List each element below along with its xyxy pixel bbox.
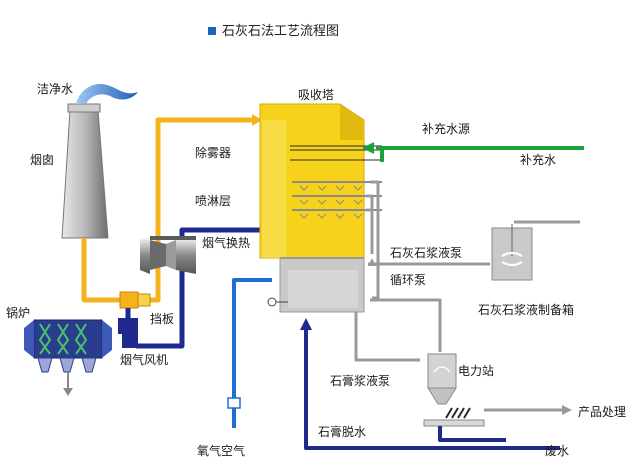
clean-water-label: 洁净水 [37,82,74,96]
power-station-label: 电力站 [458,364,495,378]
spray-layer-label: 喷淋层 [195,194,232,208]
water-arrow-icon [362,142,374,154]
chimney-label: 烟囱 [30,153,55,167]
plume-icon [76,84,138,104]
absorber-tower [259,103,365,313]
baffle [119,291,151,309]
makeup-water-pipe [376,146,584,162]
flue-gas-heat-exchanger [140,236,196,274]
waste-water-label: 废水 [545,444,570,458]
boiler-label: 锅炉 [6,306,31,320]
demister-label: 除雾器 [195,146,232,160]
makeup-water-source-label: 补充水源 [422,122,471,136]
belt-filter [423,407,485,427]
gypsum-slurry-pump-label: 石膏浆液泵 [330,374,391,388]
chimney [61,103,109,239]
slurry-pipes [354,180,580,412]
air-valve [227,397,241,409]
limestone-slurry-tank-label: 石灰石浆液制备箱 [478,303,575,317]
agitator-icon [267,297,288,307]
absorber-label: 吸收塔 [298,88,335,102]
diagram-title: 石灰石法工艺流程图 [222,24,340,39]
hydrocyclone [427,353,457,405]
limestone-slurry-pump-label: 石灰石浆液泵 [390,246,463,260]
oxidation-air-pipe [232,278,272,428]
oxidation-air-label: 氧气空气 [197,444,246,458]
flue-gas-fan-label: 烟气风机 [120,353,169,367]
gypsum-dewatering-label: 石膏脱水 [318,425,367,439]
circulation-pump-label: 循环泵 [390,273,427,287]
product-arrow-icon [562,405,572,415]
dewatering-pipe [304,326,560,450]
boiler [24,319,112,396]
limestone-slurry-tank [491,224,533,281]
baffle-label: 挡板 [150,312,175,326]
makeup-water-label: 补充水 [520,153,557,167]
title-marker [208,27,216,35]
flue-arrow-icon [252,114,262,126]
dewatering-arrow-icon [300,318,312,330]
slurry-arrow-icon [368,258,376,266]
spray-nozzles [299,185,363,219]
flue-gas-fan [118,318,138,348]
product-processing-label: 产品处理 [578,405,627,419]
flue-gas-pipe [81,117,258,303]
heat-exchanger-label: 烟气换热 [202,236,251,250]
